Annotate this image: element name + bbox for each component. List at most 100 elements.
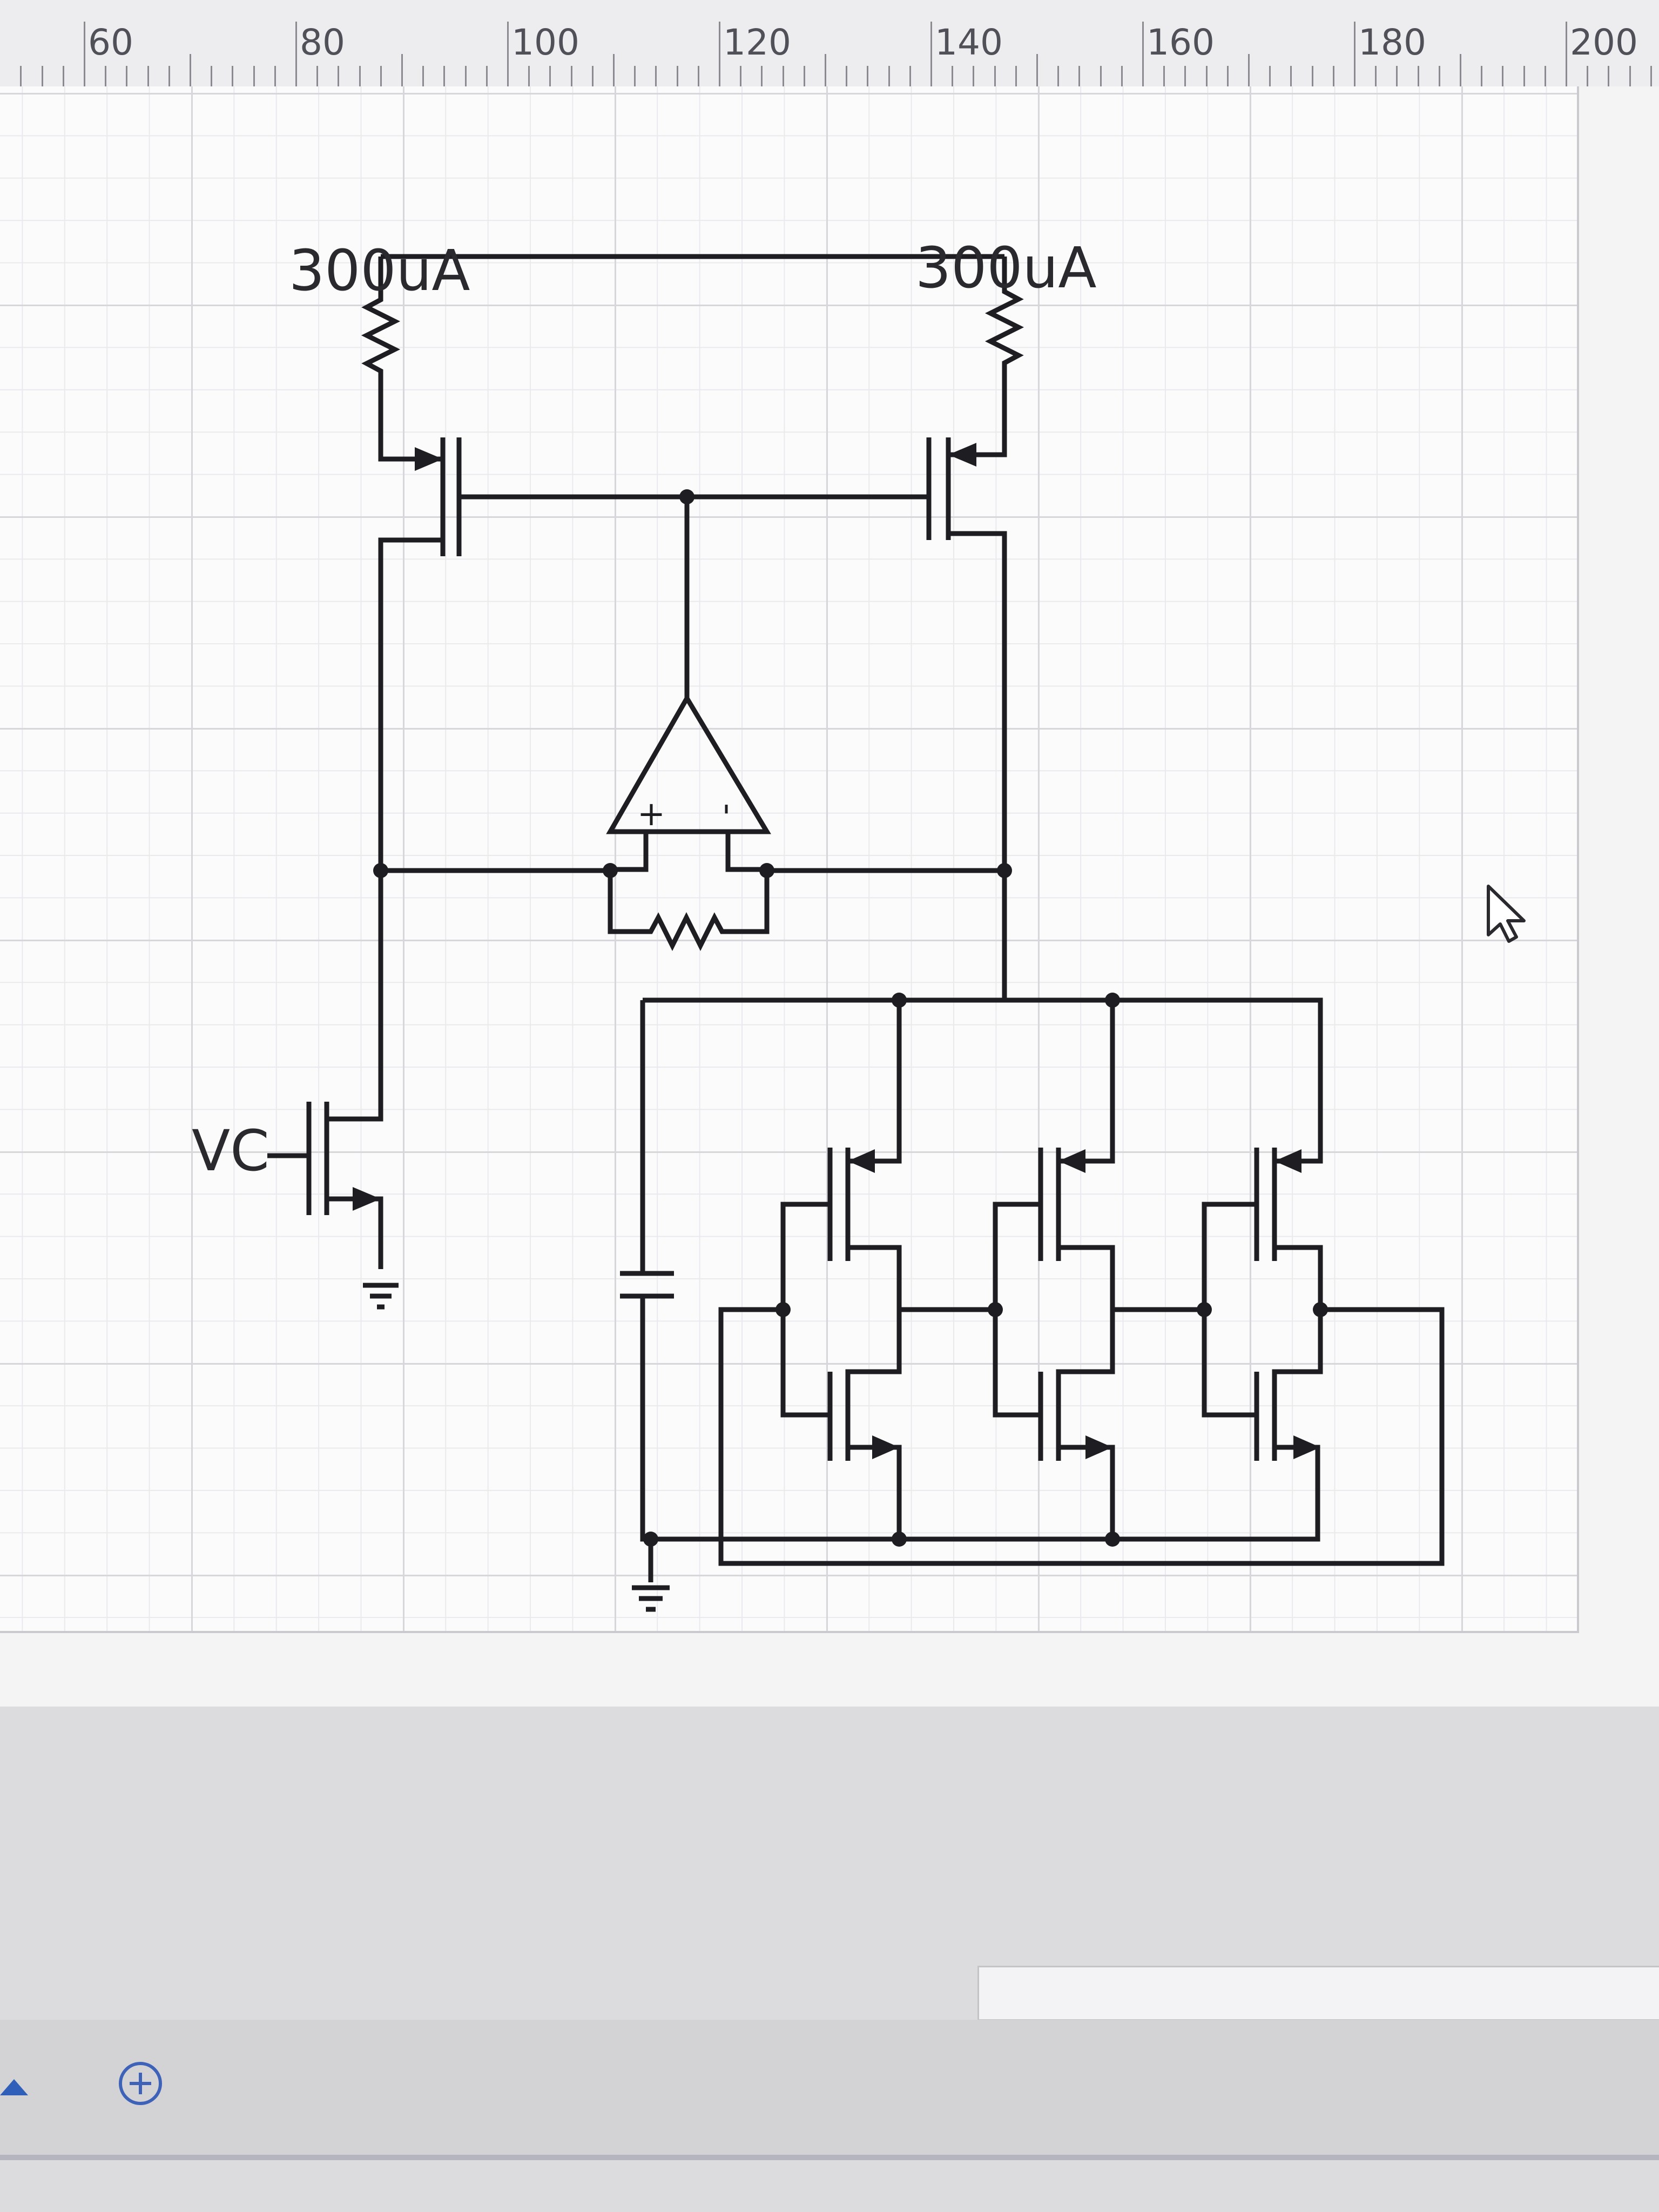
ruler-tick <box>1311 66 1313 86</box>
ruler-tick <box>1460 54 1461 86</box>
ruler-tick <box>1269 66 1271 86</box>
ruler-tick <box>613 54 615 86</box>
ruler-tick <box>697 66 699 86</box>
ruler-tick <box>973 66 975 86</box>
inv1-nmos-arrow <box>872 1435 899 1459</box>
ruler-tick <box>1417 66 1419 86</box>
ruler-tick <box>1142 22 1144 86</box>
ruler-tick <box>1354 22 1355 86</box>
ruler-tick <box>274 66 276 86</box>
ruler-number: 120 <box>723 22 791 63</box>
ruler-tick <box>443 66 446 86</box>
left-pmos-arrow <box>415 447 443 471</box>
ruler-tick <box>1248 54 1250 86</box>
junction-dot <box>988 1302 1003 1317</box>
ruler-tick <box>211 66 213 86</box>
ruler-tick <box>168 66 170 86</box>
drawing-canvas[interactable] <box>0 86 1659 1707</box>
inverter-stage-2 <box>993 1148 1115 1461</box>
ruler-tick <box>909 66 911 86</box>
ruler-tick <box>570 66 572 86</box>
ruler-tick <box>1184 66 1186 86</box>
ruler-tick <box>41 66 43 86</box>
ruler-tick <box>126 66 128 86</box>
ruler-tick <box>867 66 869 86</box>
opamp-triangle <box>606 693 771 834</box>
plus-circle-icon[interactable] <box>119 2062 162 2105</box>
ruler-number: 140 <box>935 22 1003 63</box>
ruler-tick <box>1481 66 1483 86</box>
ruler-tick <box>782 66 784 86</box>
ruler-tick <box>359 66 361 86</box>
ruler-tick <box>62 66 64 86</box>
junction-dot <box>1105 993 1120 1008</box>
horizontal-scrollbar[interactable] <box>977 1966 1659 2021</box>
ruler-tick <box>422 66 424 86</box>
right-resistor <box>984 257 1024 454</box>
ruler-tick <box>401 54 403 86</box>
ruler-tick <box>1544 66 1546 86</box>
ruler-tick <box>888 66 890 86</box>
ruler-number: 100 <box>511 22 579 63</box>
ruler-number: 60 <box>88 22 133 63</box>
ground-tap-2 <box>1058 1445 1115 1539</box>
junction-dot <box>643 1532 658 1547</box>
vdd-bus-wire <box>643 997 1323 1164</box>
ruler-tick <box>676 66 678 86</box>
inv3-pmos-arrow <box>1274 1149 1301 1173</box>
ruler-tick <box>528 66 530 86</box>
ruler-tick <box>84 22 85 86</box>
vdd-tap-1 <box>848 1000 902 1164</box>
junction-dot <box>759 863 774 878</box>
ruler-tick <box>1375 66 1377 86</box>
left-resistor <box>361 257 401 454</box>
ruler-tick <box>253 66 255 86</box>
arrow-cursor-icon <box>1487 885 1526 943</box>
ruler-tick <box>1608 66 1610 86</box>
ruler-tick <box>232 66 234 86</box>
opamp-minus-lead <box>725 832 767 872</box>
ruler-tick <box>846 66 848 86</box>
ruler-tick <box>1015 66 1017 86</box>
ruler-tick <box>803 66 805 86</box>
junction-dot <box>603 863 618 878</box>
ruler-tick <box>464 66 467 86</box>
ruler-tick <box>1502 66 1504 86</box>
current-label-right: 300uA <box>915 235 1097 301</box>
inv3-nmos-arrow <box>1293 1435 1320 1459</box>
vc-label: VC <box>192 1118 269 1184</box>
ruler-tick <box>147 66 149 86</box>
inv2-pmos-arrow <box>1058 1149 1085 1173</box>
vc-nmos-transistor <box>267 871 399 1310</box>
inv1-pmos-arrow <box>848 1149 875 1173</box>
junction-dot <box>892 993 907 1008</box>
junction-dot <box>1105 1532 1120 1547</box>
ruler-tick <box>1332 66 1334 86</box>
junction-dot <box>373 863 388 878</box>
ground-tap-1 <box>848 1445 902 1539</box>
ruler-tick <box>190 54 191 86</box>
circuit-schematic[interactable]: + - <box>0 86 1659 1631</box>
triangle-up-icon[interactable] <box>0 2079 28 2095</box>
vdd-tap-2 <box>1058 1000 1115 1164</box>
ruler-tick <box>952 66 954 86</box>
current-label-left: 300uA <box>289 238 470 304</box>
ruler-tick <box>1650 66 1652 86</box>
ruler-tick <box>761 66 763 86</box>
ruler-tick <box>338 66 340 86</box>
junction-dot <box>892 1532 907 1547</box>
junction-dot <box>997 863 1012 878</box>
ruler-tick <box>105 66 107 86</box>
ruler-tick <box>930 22 932 86</box>
ruler-number: 180 <box>1358 22 1426 63</box>
ruler-tick <box>1057 66 1060 86</box>
page-tabs-bar <box>0 2020 1659 2155</box>
ruler-number: 160 <box>1147 22 1215 63</box>
ruler-tick <box>20 66 22 86</box>
ruler-tick <box>1226 66 1229 86</box>
ruler-tick <box>485 66 488 86</box>
junction-dot <box>679 489 694 504</box>
opamp-plus-sign: + <box>637 794 665 833</box>
ruler-tick <box>740 66 742 86</box>
